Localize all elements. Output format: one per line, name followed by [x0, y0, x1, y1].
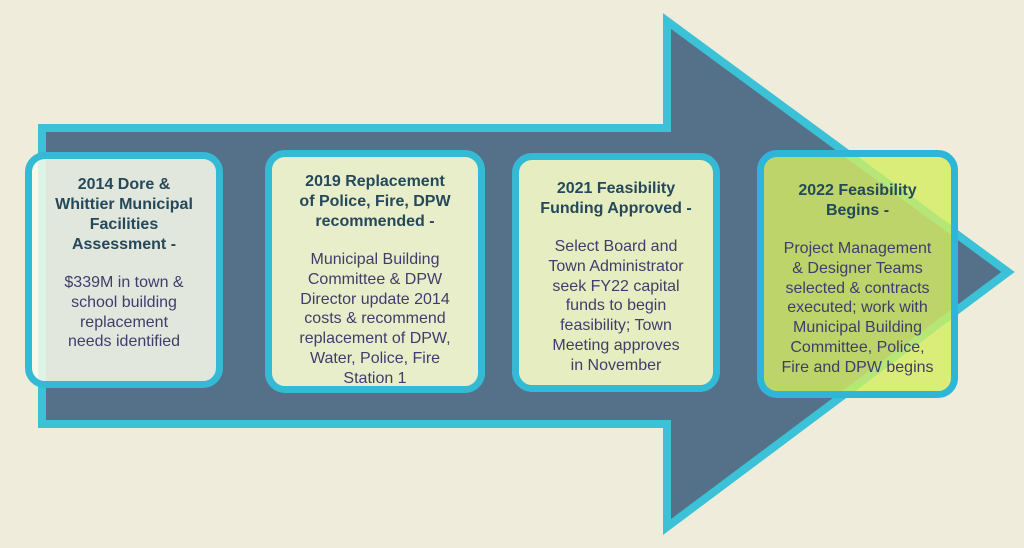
milestone-card-2022: 2022 Feasibility Begins - Project Manage…: [757, 150, 958, 398]
milestone-body: Municipal Building Committee & DPW Direc…: [299, 251, 451, 387]
milestone-heading: 2019 Replacement of Police, Fire, DPW re…: [299, 173, 451, 230]
milestone-body: Select Board and Town Administrator seek…: [548, 238, 684, 374]
milestone-body: $339M in town & school building replacem…: [64, 274, 184, 351]
milestone-heading: 2014 Dore & Whittier Municipal Facilitie…: [55, 176, 193, 253]
milestone-card-2021: 2021 Feasibility Funding Approved - Sele…: [512, 153, 720, 392]
milestone-heading: 2022 Feasibility Begins -: [798, 182, 917, 219]
milestone-card-2019: 2019 Replacement of Police, Fire, DPW re…: [265, 150, 485, 393]
milestone-body: Project Management & Designer Teams sele…: [781, 240, 934, 376]
milestone-card-2014: 2014 Dore & Whittier Municipal Facilitie…: [25, 152, 223, 388]
milestone-heading: 2021 Feasibility Funding Approved -: [540, 180, 692, 217]
